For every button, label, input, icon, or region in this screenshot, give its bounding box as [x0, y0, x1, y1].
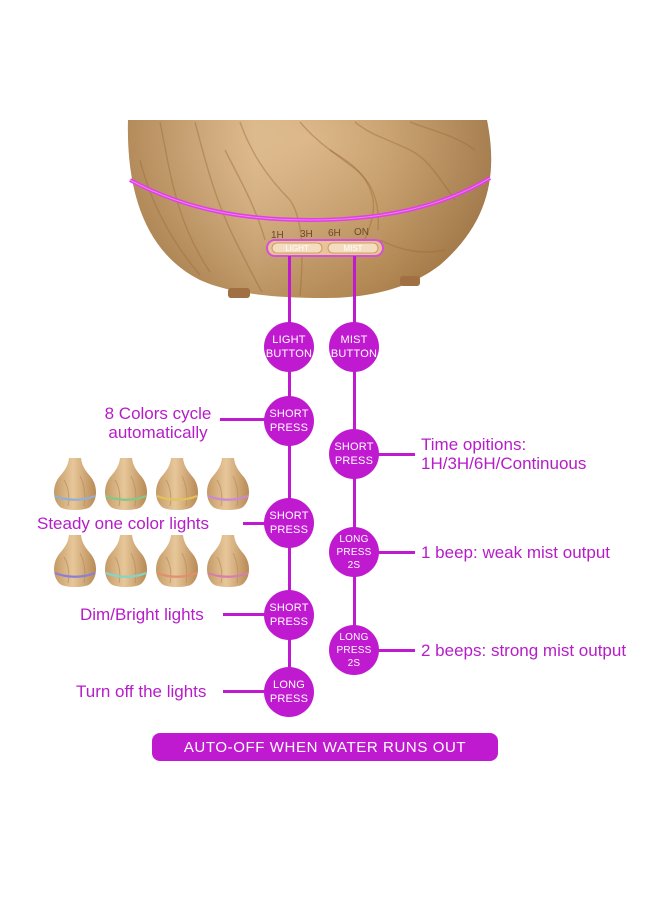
mist-button-face[interactable]	[327, 242, 379, 254]
light-flow-line	[288, 256, 291, 706]
mini-diffuser-8	[205, 533, 251, 589]
mini-diffuser-2	[103, 456, 149, 512]
label-colors-cycle: 8 Colors cycle automatically	[104, 404, 212, 442]
light-button-text: LIGHT	[285, 244, 309, 253]
mini-diffuser-5	[52, 533, 98, 589]
connector-turn-off	[223, 690, 290, 693]
connector-weak-mist	[353, 551, 415, 554]
label-steady-color: Steady one color lights	[37, 514, 209, 533]
label-time-options: Time opitions: 1H/3H/6H/Continuous	[421, 435, 587, 473]
mini-diffuser-1	[52, 456, 98, 512]
timer-mark-6h: 6H	[328, 228, 341, 239]
mini-diffuser-3	[154, 456, 200, 512]
connector-strong-mist	[353, 649, 415, 652]
label-strong-mist: 2 beeps: strong mist output	[421, 641, 627, 660]
led-ring	[129, 176, 492, 223]
diffuser-illustration: 1H 3H 6H ON LIGHT MIST	[127, 120, 492, 298]
diffuser-foot-left	[228, 288, 250, 298]
mini-diffuser-7	[154, 533, 200, 589]
mini-diffuser-4	[205, 456, 251, 512]
connector-colors-cycle	[220, 418, 290, 421]
timer-mark-1h: 1H	[271, 230, 284, 241]
label-turn-off: Turn off the lights	[76, 682, 207, 701]
mini-diffuser-6	[103, 533, 149, 589]
mist-button-text: MIST	[343, 244, 362, 253]
timer-mark-3h: 3H	[300, 229, 313, 240]
label-dim-bright: Dim/Bright lights	[80, 605, 204, 624]
label-weak-mist: 1 beep: weak mist output	[421, 543, 611, 562]
connector-time-options	[353, 453, 415, 456]
auto-off-banner: AUTO-OFF WHEN WATER RUNS OUT	[152, 733, 498, 761]
light-button-face[interactable]	[271, 242, 323, 254]
diffuser-foot-right	[400, 276, 420, 286]
connector-dim-bright	[223, 613, 290, 616]
timer-mark-on: ON	[354, 227, 369, 238]
control-panel: LIGHT MIST	[266, 239, 384, 257]
